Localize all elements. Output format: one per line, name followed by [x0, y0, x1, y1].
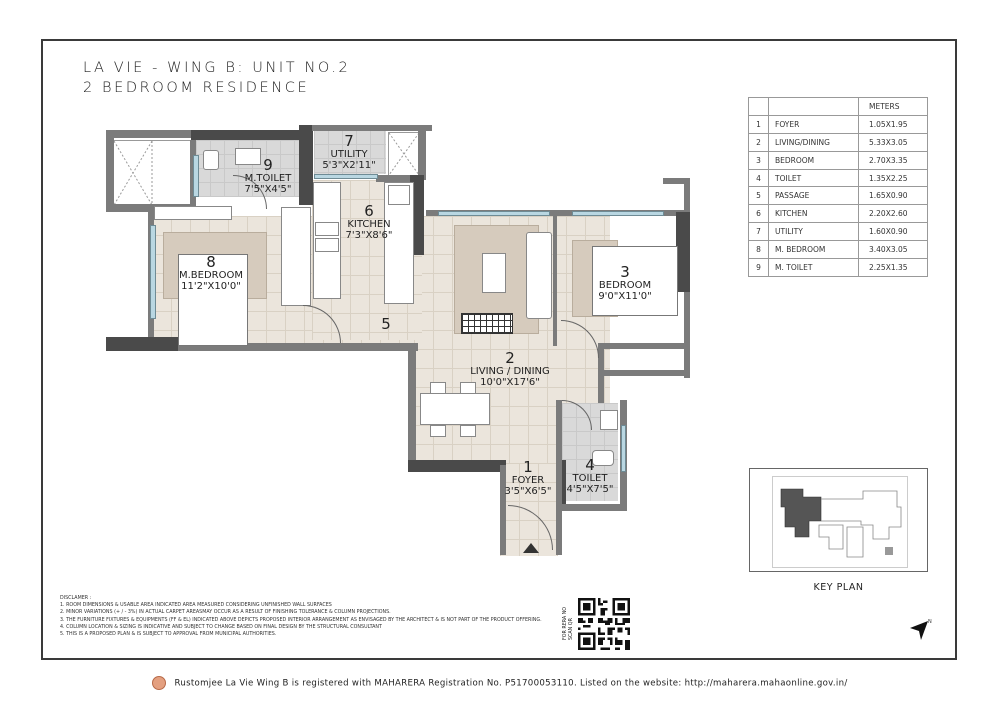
room-label-foyer: 1 FOYER 3'5"X6'5": [504, 458, 552, 497]
room-label-living: 2 LIVING / DINING 10'0"X17'6": [470, 349, 550, 388]
stove-icon: [315, 238, 339, 252]
wall: [418, 125, 426, 180]
entry-arrow-icon: [523, 543, 539, 553]
wall: [426, 210, 686, 216]
room-label-m-toilet: 9 M.TOILET 7'5"X4'5": [244, 156, 292, 195]
wall: [663, 178, 689, 184]
key-plan-label: KEY PLAN: [813, 582, 864, 593]
meters-header: METERS: [858, 97, 928, 116]
utility-floor: [314, 130, 386, 174]
wardrobe-2: [281, 207, 311, 306]
coffee-table: [482, 253, 506, 293]
wall: [191, 130, 299, 140]
wall: [312, 125, 432, 131]
window: [572, 211, 664, 216]
wall: [106, 337, 178, 351]
duct-left: [113, 140, 193, 206]
sofa: [526, 232, 552, 319]
wall: [500, 465, 506, 555]
disclaimer-item: 4. COLUMN LOCATION & SIZING IS INDICATIV…: [60, 624, 382, 630]
wall: [598, 370, 690, 376]
wall: [106, 130, 114, 210]
dining-table: [420, 393, 490, 425]
window: [193, 155, 199, 197]
room-label-utility: 7 UTILITY 5'3"X2'11": [322, 132, 376, 171]
wall: [562, 504, 627, 511]
title-line-2: 2 BEDROOM RESIDENCE: [83, 80, 310, 96]
bedroom-bed: [592, 246, 678, 316]
building-outline-icon: [780, 488, 902, 558]
disclaimer-item: 2. MINOR VARIATIONS (+ / - 3%) IN ACTUAL…: [60, 610, 391, 616]
wall: [408, 460, 506, 472]
wall: [598, 343, 690, 349]
window: [150, 225, 156, 319]
basin-fixture: [600, 410, 618, 430]
rustomjee-logo-icon: [152, 676, 167, 690]
wall: [676, 212, 690, 292]
wall: [408, 343, 416, 468]
wall: [376, 175, 410, 182]
disclaimer-item: 1. ROOM DIMENSIONS & USABLE AREA INDICAT…: [60, 603, 332, 609]
key-plan: [749, 468, 928, 572]
dining-chair: [430, 425, 446, 437]
duct-right: [388, 132, 420, 176]
dining-chair: [460, 425, 476, 437]
rera-footer: Rustomjee La Vie Wing B is registered wi…: [0, 676, 1000, 690]
room-label-kitchen: 6 KITCHEN 7'3"X8'6": [345, 202, 393, 241]
north-arrow-icon: N: [910, 619, 932, 640]
master-bed: [178, 254, 248, 346]
rera-text: Rustomjee La Vie Wing B is registered wi…: [174, 678, 848, 689]
disclaimer: DISCLAMER : 1. ROOM DIMENSIONS & USABLE …: [60, 595, 542, 638]
dining-chair: [460, 382, 476, 394]
window: [621, 425, 626, 472]
basin-fixture: [235, 148, 261, 165]
wardrobe: [154, 206, 232, 220]
disclaimer-heading: DISCLAMER :: [60, 596, 92, 601]
room-label-passage: 5: [381, 315, 391, 333]
wc-fixture: [203, 150, 219, 170]
window: [438, 211, 550, 216]
svg-text:N: N: [928, 619, 932, 625]
wall: [178, 343, 418, 351]
disclaimer-item: 3. THE FURNITURE FIXTURES & EQUIPMENTS (…: [60, 617, 542, 623]
room-label-bedroom: 3 BEDROOM 9'0"X11'0": [598, 263, 652, 302]
drawing-frame: [41, 39, 957, 660]
qr-code-icon[interactable]: [578, 598, 630, 650]
wall: [556, 400, 562, 555]
wall: [299, 125, 313, 205]
wc-fixture: [592, 450, 614, 466]
page-title: LA VIE - WING B: UNIT NO.2 2 BEDROOM RES…: [83, 58, 350, 98]
room-label-master-bedroom: 8 M.BEDROOM 11'2"X10'0": [178, 253, 243, 292]
sink-icon: [388, 185, 410, 205]
tv-unit: [461, 313, 513, 334]
wall: [553, 216, 557, 346]
dining-chair: [430, 382, 446, 394]
key-plan-drawing: [772, 476, 908, 568]
wall: [106, 130, 196, 138]
room-label-toilet: 4 TOILET 4'5"X7'5": [566, 456, 614, 495]
table-header-row: METERS: [748, 97, 928, 116]
stove-icon: [315, 222, 339, 236]
disclaimer-item: 5. THIS IS A PROPOSED PLAN & IS SUBJECT …: [60, 632, 277, 638]
window: [314, 174, 378, 179]
title-line-1: LA VIE - WING B: UNIT NO.2: [83, 60, 351, 76]
